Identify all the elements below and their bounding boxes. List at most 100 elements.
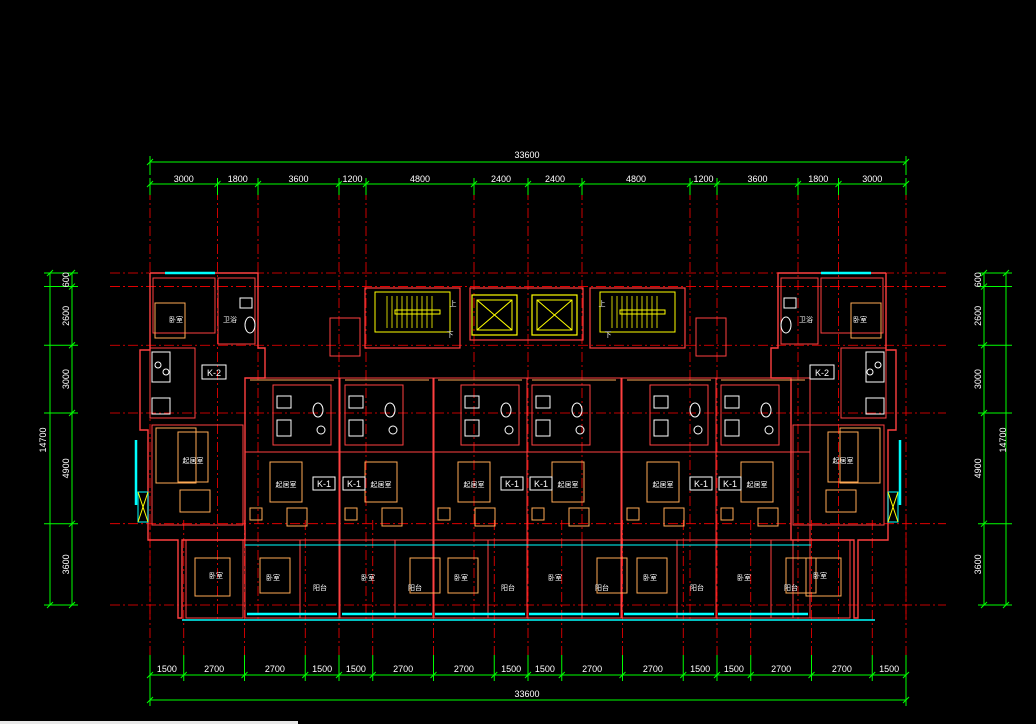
dim-tick [558,671,566,679]
dim-text-right: 3000 [973,369,983,389]
dim-tick [146,180,154,188]
stove-burner [154,361,162,369]
dim-text-bottom: 2700 [643,664,663,674]
dim-tick [335,671,343,679]
dim-tick [68,601,76,609]
label-bedroom: 卧室 [266,573,280,582]
label-living: 起居室 [653,480,674,489]
dim-tick [980,409,988,417]
dim-text-bottom: 1500 [157,664,177,674]
tag-box-k1 [312,476,336,491]
dim-tick [980,341,988,349]
label-balcony: 阳台 [313,583,327,592]
dim-text-top: 3600 [288,174,308,184]
label-bedroom: 卧室 [853,315,867,324]
dim-tick [980,269,988,277]
stair-wall [364,287,461,349]
k1-bed [785,557,817,594]
k1-side-table [344,507,358,521]
kitchen-end-wall [840,347,887,419]
dim-tick [902,180,910,188]
k1-washer [316,425,326,435]
label-bathroom: 卫浴 [799,315,813,324]
label-bedroom: 卧室 [361,573,375,582]
elevator-cross-b [536,299,573,331]
label-balcony: 阳台 [501,583,515,592]
unit-tag-k1: K-1 [694,479,708,489]
stair-wall [589,287,686,349]
k1-armchair [381,507,403,527]
wall-outlines [134,271,902,621]
dim-text-bottom: 2700 [454,664,474,674]
dim-tick [524,671,532,679]
dim-tick [241,671,248,679]
label-bathroom: 卫浴 [223,315,237,324]
unit-tag-k1: K-1 [317,479,331,489]
kitchen-end-wall [149,347,196,419]
dim-tick [46,601,54,609]
label-balcony: 阳台 [784,583,798,592]
label-bedroom: 卧室 [209,571,223,580]
ac-unit [887,491,899,523]
elevator-shaft [531,294,578,336]
k1-shower [653,419,669,437]
stair-down-label: 下 [605,331,612,339]
k1-toilet [760,402,772,418]
dim-tick [713,180,721,188]
corridor-stub [695,317,727,357]
dim-text-left: 4900 [61,458,71,478]
sink [865,351,885,383]
dim-tick [470,180,478,188]
dim-text-bottom: 2700 [832,664,852,674]
k1-bed [447,557,479,594]
stair-up-label: 上 [599,299,606,308]
dim-text-top: 2400 [545,174,565,184]
living-end-wall [792,424,885,526]
dim-tick [868,671,876,679]
dim-tick [254,180,262,188]
status-strip [0,721,298,724]
k1-sofa [646,461,680,503]
tag-box-k2 [201,364,227,380]
label-living: 起居室 [747,480,768,489]
bed-south [194,557,231,597]
k1-service-block [344,384,404,446]
overall-depth-right: 14700 [998,427,1008,452]
basin [783,297,797,309]
dim-text-top: 3600 [747,174,767,184]
label-bedroom: 卧室 [813,571,827,580]
k1-bed [259,557,291,594]
dim-text-bottom: 2700 [265,664,285,674]
elevator-shaft [471,294,518,336]
k1-toilet [384,402,396,418]
dim-tick [146,158,154,166]
stair-down-label: 下 [447,331,454,339]
overall-width-bottom: 33600 [514,689,539,699]
dim-text-left: 2600 [61,306,71,326]
k1-unit-outline [526,377,622,619]
dim-tick [68,520,76,528]
k1-bed [636,557,668,594]
k1-service-block [720,384,780,446]
tv-unit [177,431,209,483]
overall-width-top: 33600 [514,150,539,160]
dim-text-right: 600 [973,272,983,287]
k1-side-table [531,507,545,521]
k1-unit-outline [621,377,717,619]
dim-tick [68,283,76,290]
dim-tick [68,269,76,277]
dim-tick [335,180,343,188]
end-unit-outline [139,272,266,619]
dim-tick [68,409,76,417]
k1-service-block [272,384,332,446]
dim-tick [146,696,154,704]
k1-side-table [720,507,734,521]
k1-armchair [568,507,590,527]
dim-tick [713,671,721,679]
unit-tag-k1: K-1 [534,479,548,489]
dim-tick [180,671,188,679]
dim-text-top: 1800 [228,174,248,184]
k1-side-table [626,507,640,521]
dim-tick [747,671,755,679]
